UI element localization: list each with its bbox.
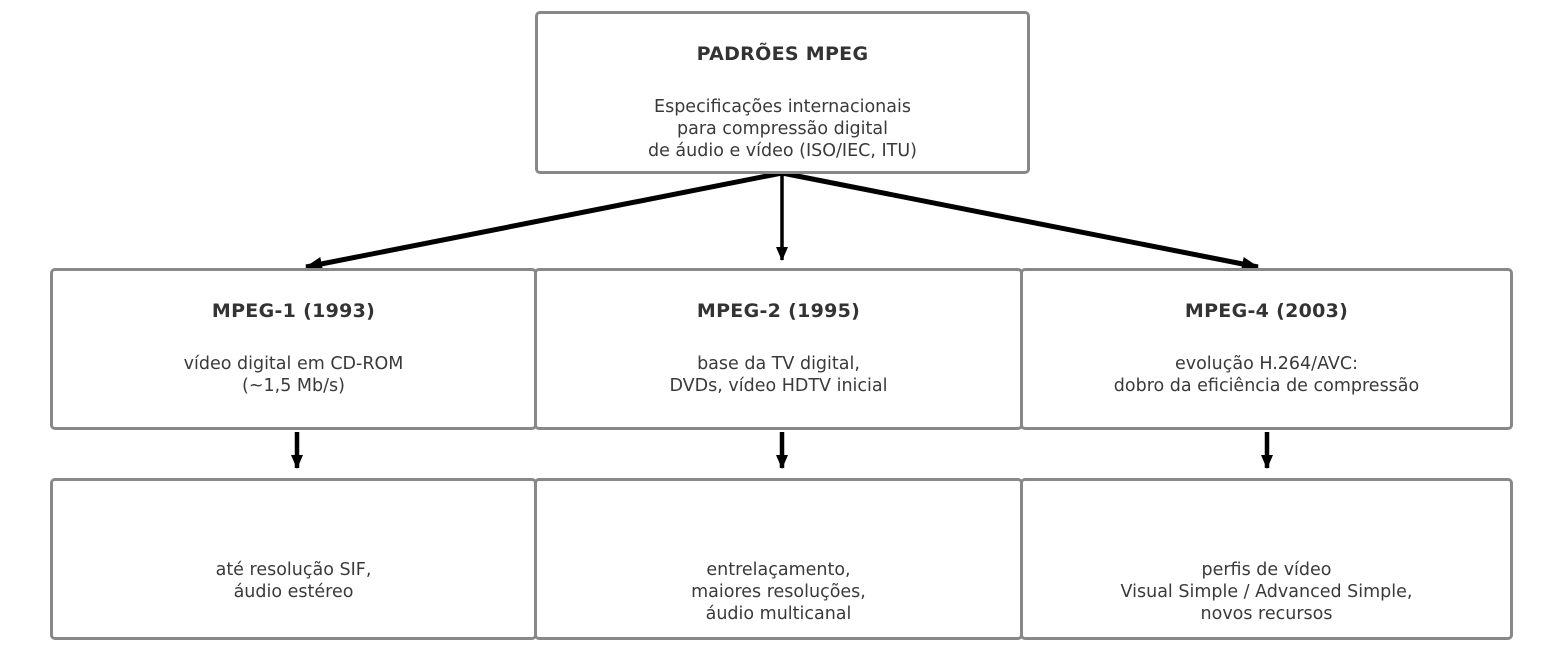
node-mpeg1-details: até resolução SIF, áudio estéreo	[50, 478, 537, 640]
node-mpeg2-body: base da TV digital, DVDs, vídeo HDTV ini…	[669, 354, 888, 396]
node-mpeg4: MPEG-4 (2003) evolução H.264/AVC: dobro …	[1020, 268, 1513, 430]
node-mpeg1-body: vídeo digital em CD-ROM (~1,5 Mb/s)	[183, 354, 404, 396]
node-mpeg4-details-body: perfis de vídeo Visual Simple / Advanced…	[1120, 560, 1413, 624]
node-mpeg1-title: MPEG-1 (1993)	[211, 300, 376, 322]
node-mpeg4-body: evolução H.264/AVC: dobro da eficiência …	[1113, 354, 1420, 396]
node-mpeg2-title: MPEG-2 (1995)	[696, 300, 861, 322]
node-mpeg4-details-inner: perfis de vídeo Visual Simple / Advanced…	[1023, 559, 1510, 625]
arrow-root-to-mpeg1	[305, 170, 783, 271]
node-mpeg1-details-body: até resolução SIF, áudio estéreo	[215, 560, 372, 602]
node-mpeg1-details-inner: até resolução SIF, áudio estéreo	[53, 559, 534, 603]
node-mpeg2-details-inner: entrelaçamento, maiores resoluções, áudi…	[537, 559, 1020, 625]
node-mpeg1: MPEG-1 (1993) vídeo digital em CD-ROM (~…	[50, 268, 537, 430]
node-mpeg4-title: MPEG-4 (2003)	[1184, 300, 1349, 322]
node-mpeg2-details-body: entrelaçamento, maiores resoluções, áudi…	[691, 560, 866, 624]
node-padroes-mpeg-title: PADRÕES MPEG	[696, 43, 869, 65]
node-mpeg2: MPEG-2 (1995) base da TV digital, DVDs, …	[534, 268, 1023, 430]
node-mpeg4-details: perfis de vídeo Visual Simple / Advanced…	[1020, 478, 1513, 640]
node-padroes-mpeg-body: Especificações internacionais para compr…	[647, 97, 917, 161]
node-padroes-mpeg: PADRÕES MPEG Especificações internaciona…	[535, 11, 1030, 174]
arrow-root-to-mpeg4	[781, 170, 1259, 271]
node-mpeg2-details: entrelaçamento, maiores resoluções, áudi…	[534, 478, 1023, 640]
